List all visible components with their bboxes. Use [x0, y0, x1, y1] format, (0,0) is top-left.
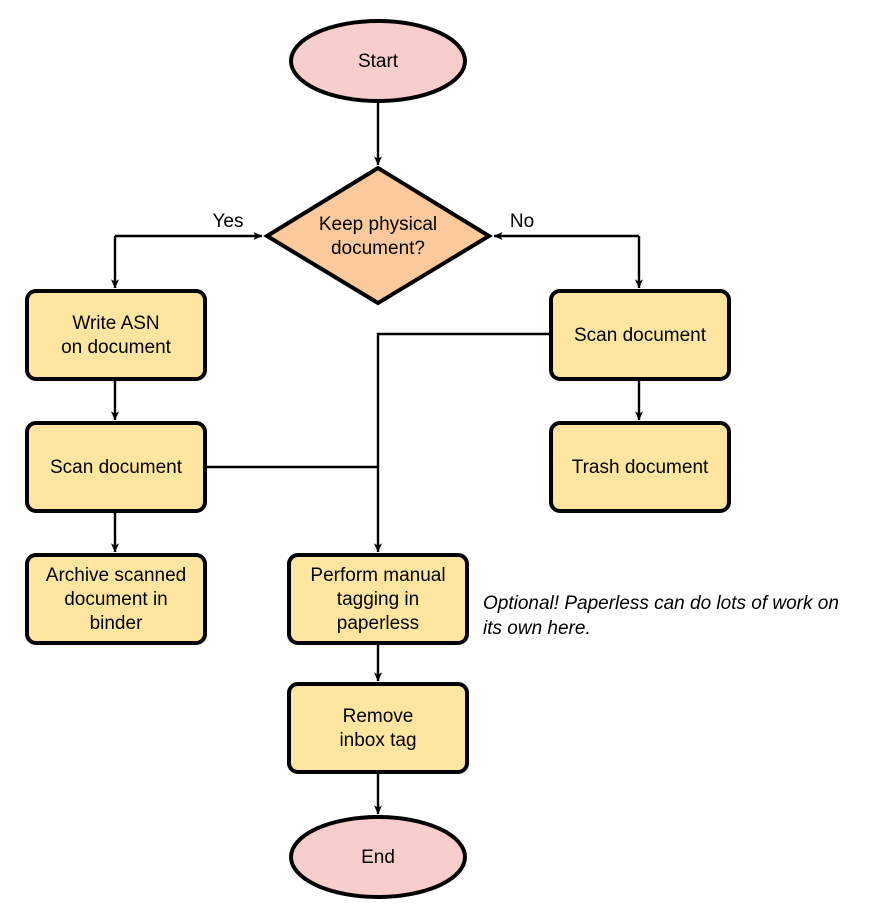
annotation-optional-note: Optional! Paperless can do lots of work …: [483, 593, 839, 639]
annotation-line2: its own here.: [483, 618, 591, 639]
write-asn-label-line2: on document: [61, 337, 172, 358]
start-ellipse[interactable]: [289, 19, 467, 103]
trash-document-label: Trash document: [572, 457, 709, 478]
decision-label-line2: document?: [331, 238, 425, 259]
trash-document-box[interactable]: [549, 421, 731, 513]
decision-diamond[interactable]: [263, 165, 493, 306]
tagging-box[interactable]: [287, 553, 469, 645]
scan-document-left-box[interactable]: [25, 421, 207, 513]
scan-document-right-box[interactable]: [549, 289, 731, 381]
node-end[interactable]: End: [289, 815, 467, 899]
remove-inbox-label-line2: inbox tag: [339, 730, 416, 751]
archive-box[interactable]: [25, 553, 207, 645]
node-archive-scanned-document[interactable]: Archive scanned document in binder: [25, 553, 207, 645]
scan-document-right-label: Scan document: [574, 325, 707, 346]
edge-label-no: No: [510, 211, 534, 232]
archive-label-line2: document in: [64, 589, 168, 610]
node-decision-keep-physical-document[interactable]: Keep physical document?: [263, 165, 493, 306]
archive-label-line3: binder: [90, 613, 143, 634]
tagging-label-line2: tagging in: [337, 589, 419, 610]
edges-layer: [111, 103, 643, 815]
remove-inbox-label-line1: Remove: [343, 706, 414, 727]
remove-inbox-tag-box[interactable]: [287, 682, 469, 774]
decision-label-line1: Keep physical: [319, 214, 437, 235]
archive-label-line1: Archive scanned: [46, 565, 186, 586]
node-scan-document-right[interactable]: Scan document: [549, 289, 731, 381]
node-scan-document-left[interactable]: Scan document: [25, 421, 207, 513]
scan-document-left-label: Scan document: [50, 457, 183, 478]
write-asn-label-line1: Write ASN: [72, 313, 159, 334]
edge-label-yes: Yes: [213, 211, 244, 232]
node-perform-manual-tagging[interactable]: Perform manual tagging in paperless: [287, 553, 469, 645]
tagging-label-line1: Perform manual: [310, 565, 445, 586]
write-asn-box[interactable]: [25, 289, 207, 381]
node-start[interactable]: Start: [289, 19, 467, 103]
end-label: End: [361, 847, 395, 868]
node-remove-inbox-tag[interactable]: Remove inbox tag: [287, 682, 469, 774]
tagging-label-line3: paperless: [337, 613, 419, 634]
annotation-line1: Optional! Paperless can do lots of work …: [483, 593, 839, 614]
start-label: Start: [358, 51, 399, 72]
end-ellipse[interactable]: [289, 815, 467, 899]
node-write-asn[interactable]: Write ASN on document: [25, 289, 207, 381]
edge-scan-right-to-tagging: [374, 332, 552, 553]
node-trash-document[interactable]: Trash document: [549, 421, 731, 513]
